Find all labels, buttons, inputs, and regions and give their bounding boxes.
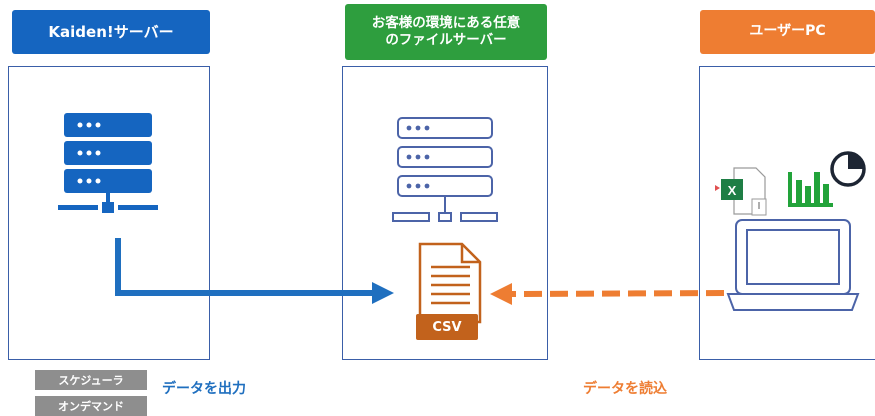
diagram-graphics: X (58, 113, 866, 324)
output-arrow (115, 238, 394, 304)
chart-icon (788, 151, 866, 207)
user-pc-header: ユーザーPC (700, 10, 875, 54)
output-label: データを出力 (162, 381, 246, 397)
svg-text:X: X (728, 183, 737, 198)
file-server-header: お客様の環境にある任意 のファイルサーバー (345, 4, 547, 60)
csv-file-icon (418, 242, 482, 324)
server-outline-icon (392, 117, 498, 222)
server-outline-dots (406, 125, 430, 189)
server-icon (58, 113, 158, 213)
excel-file-icon: X (715, 167, 767, 216)
read-label: データを読込 (583, 381, 667, 397)
laptop-icon (726, 219, 860, 311)
csv-label: CSV (416, 314, 478, 340)
read-arrow (490, 283, 725, 305)
kaiden-server-header: Kaiden!サーバー (12, 10, 210, 54)
scheduler-badge: スケジューラ (35, 370, 147, 390)
